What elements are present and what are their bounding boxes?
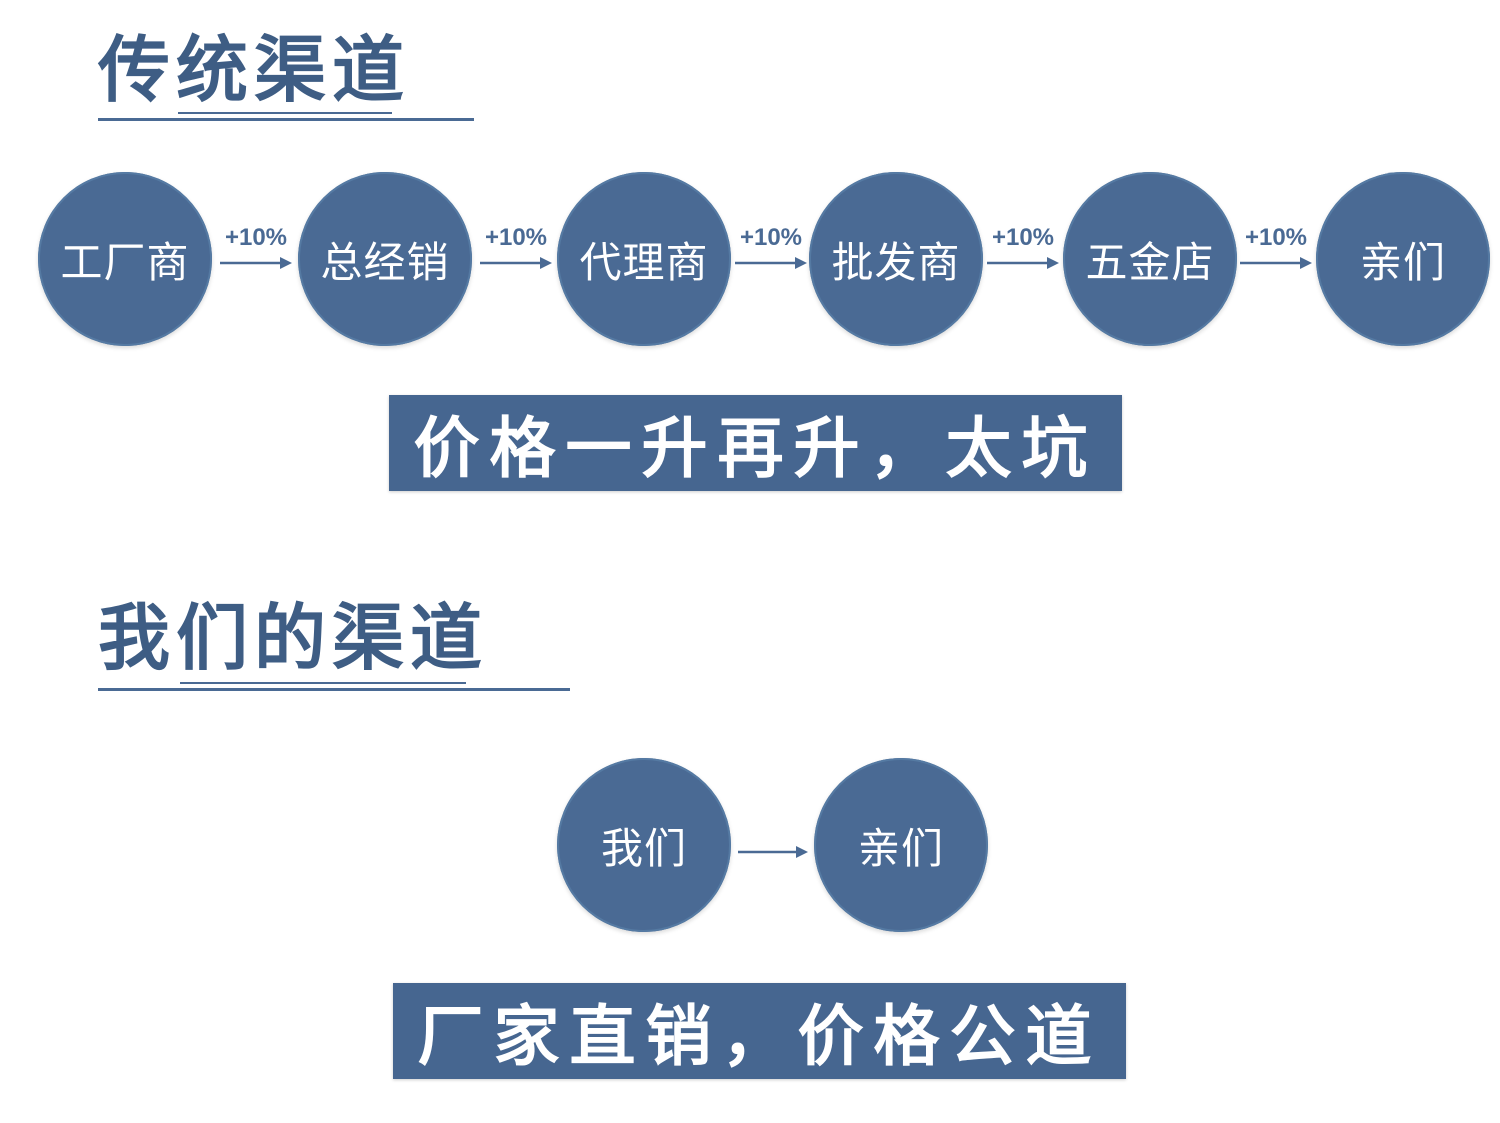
our-heading-underline-long [98,688,570,691]
markup-arrow-1: +10% [216,226,296,286]
markup-label: +10% [1244,224,1308,251]
markup-label: +10% [484,224,548,251]
markup-label: +10% [224,224,288,251]
node-wholesaler: 批发商 [809,172,983,346]
our-heading-underline-short [180,682,466,684]
traditional-heading-underline-short [178,112,392,114]
markup-arrow-2: +10% [476,226,556,286]
our-channel-heading: 我们的渠道 [98,596,489,680]
node-factory: 工厂商 [38,172,212,346]
traditional-heading-underline-long [98,118,474,121]
traditional-banner: 价格一升再升，太坑 [389,395,1122,491]
right-arrow-icon [1240,257,1312,269]
right-arrow-icon [987,257,1059,269]
markup-arrow-5: +10% [1236,226,1316,286]
markup-label: +10% [739,224,803,251]
markup-arrow-4: +10% [983,226,1063,286]
right-arrow-icon [220,257,292,269]
right-arrow-icon [738,846,808,858]
node-customers-direct: 亲们 [814,758,988,932]
markup-arrow-3: +10% [731,226,811,286]
node-customers: 亲们 [1316,172,1490,346]
our-banner: 厂家直销，价格公道 [393,983,1126,1079]
right-arrow-icon [735,257,807,269]
node-agent: 代理商 [557,172,731,346]
node-general-distributor: 总经销 [298,172,472,346]
markup-label: +10% [991,224,1055,251]
traditional-heading: 传统渠道 [98,28,411,112]
node-us: 我们 [557,758,731,932]
node-hardware-store: 五金店 [1063,172,1237,346]
right-arrow-icon [480,257,552,269]
